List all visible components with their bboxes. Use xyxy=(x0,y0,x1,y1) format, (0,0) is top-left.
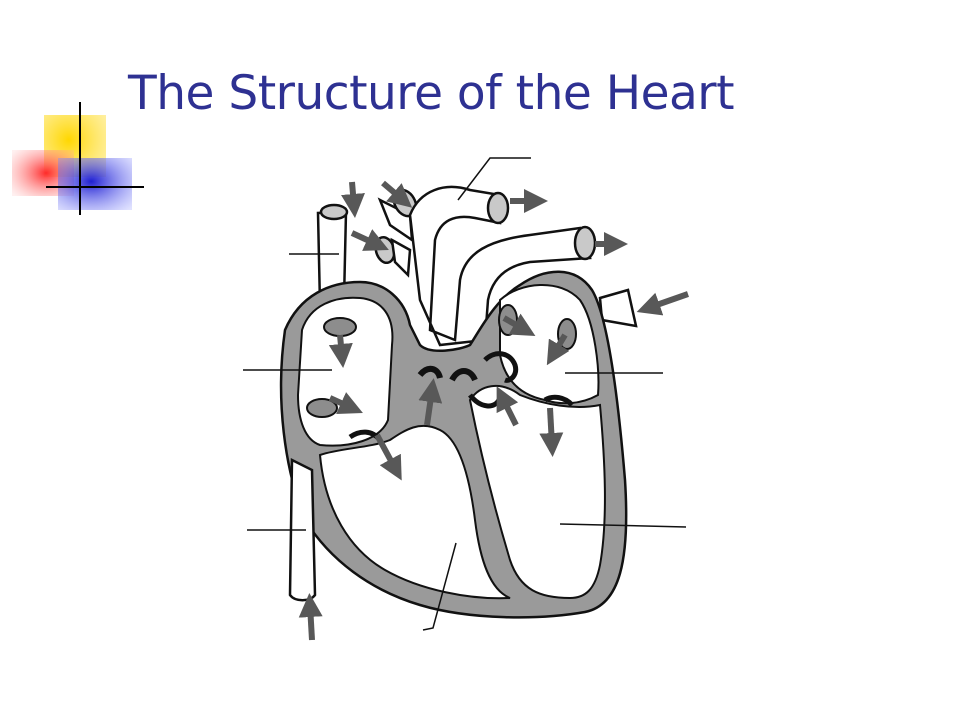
blood-flow-arrow xyxy=(328,392,363,414)
corner-decoration xyxy=(12,102,144,215)
blood-flow-arrow xyxy=(418,378,443,426)
blood-flow-arrow xyxy=(298,593,323,641)
blood-flow-arrow xyxy=(328,334,353,368)
blood-flow-arrow xyxy=(350,229,389,251)
leader-line xyxy=(422,542,457,631)
leader-line xyxy=(457,157,531,201)
blood-flow-arrow xyxy=(546,333,570,366)
deco-blue-square xyxy=(58,158,132,210)
pulmonary-vein-left xyxy=(598,288,638,328)
blood-flow-arrow xyxy=(381,180,413,208)
blood-flow-arrow xyxy=(341,181,365,218)
blood-flow-arrow xyxy=(539,407,564,457)
slide-title: The Structure of the Heart xyxy=(128,66,735,121)
blood-flow-arrows xyxy=(298,180,689,641)
label-leader-lines xyxy=(243,157,687,631)
blood-flow-arrow xyxy=(636,291,689,316)
blood-flow-arrow xyxy=(374,433,402,481)
blood-flow-arrow xyxy=(502,313,536,336)
blood-flow-arrow xyxy=(496,386,519,427)
heart-wall xyxy=(279,270,628,619)
leader-line xyxy=(559,523,687,528)
